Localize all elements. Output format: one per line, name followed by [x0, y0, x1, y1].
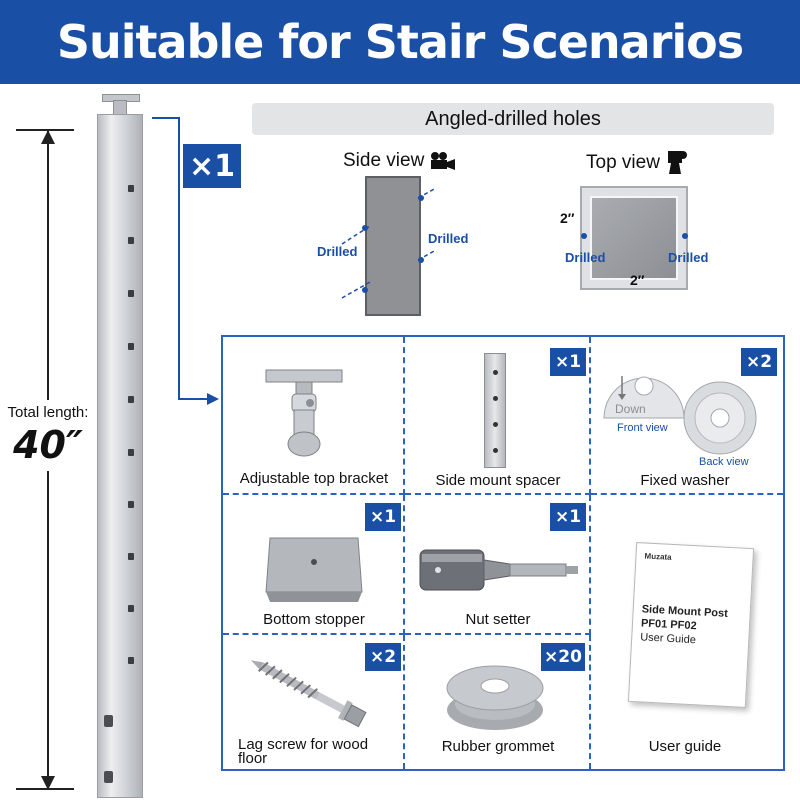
- top-view-bottom-dimension: 2″: [630, 272, 645, 288]
- post-quantity-badge: ×1: [183, 144, 241, 188]
- post-hole: [128, 343, 134, 350]
- top-view-label: Top view: [586, 152, 660, 173]
- post-mount-slot: [104, 771, 113, 783]
- post-hole: [128, 605, 134, 612]
- nut-setter-image: [419, 549, 578, 591]
- part-quantity-badge: ×1: [365, 503, 401, 531]
- side-view-diagram: [365, 176, 421, 316]
- total-length: Total length: 40″: [0, 400, 96, 471]
- part-cell-nut-setter: [405, 495, 591, 635]
- video-camera-icon: [431, 152, 456, 170]
- drill-point: [682, 233, 688, 239]
- connector-line: [152, 117, 180, 119]
- bottom-stopper-image: [265, 537, 363, 602]
- part-label: User guide: [648, 738, 722, 755]
- part-quantity-badge: ×2: [365, 643, 401, 671]
- drill-point: [418, 195, 424, 201]
- washer-image: [603, 376, 757, 455]
- top-bracket-image: [265, 369, 343, 457]
- user-guide-brand: Muzata: [644, 551, 672, 562]
- holes-header: Angled-drilled holes: [252, 103, 774, 135]
- parts-grid: [221, 335, 785, 771]
- connector-line: [178, 117, 180, 400]
- rubber-grommet-image: [446, 665, 544, 730]
- post-mount-slot: [104, 715, 113, 727]
- part-label: Fixed washer: [640, 472, 730, 489]
- dimension-arrow-down-icon: [41, 776, 55, 790]
- top-drilled-right: Drilled: [668, 250, 709, 265]
- top-view-tube: [590, 196, 678, 280]
- part-quantity-badge: ×1: [550, 348, 586, 376]
- banner-title: Suitable for Stair Scenarios: [56, 15, 744, 69]
- user-guide-image: Muzata Side Mount Post PF01 PF02 User Gu…: [627, 542, 755, 708]
- connector-line: [178, 398, 208, 400]
- top-view-title: Top view: [586, 150, 688, 176]
- post-hole: [128, 185, 134, 192]
- drill-point: [418, 257, 424, 263]
- part-cell-top-bracket: [223, 337, 405, 495]
- post-hole: [128, 501, 134, 508]
- post-hole: [128, 237, 134, 244]
- top-drilled-left: Drilled: [565, 250, 606, 265]
- drill-point: [581, 233, 587, 239]
- washer-front-caption: Front view: [617, 422, 668, 434]
- drill-point: [362, 287, 368, 293]
- side-view-label: Side view: [343, 150, 425, 171]
- total-length-value: 40″: [13, 423, 83, 467]
- dimension-tick-bottom: [16, 788, 74, 790]
- post-hole: [128, 553, 134, 560]
- overhead-camera-icon: [667, 151, 687, 174]
- part-label: Rubber grommet: [441, 738, 555, 755]
- part-label: Nut setter: [465, 611, 531, 628]
- side-drilled-right: Drilled: [428, 231, 469, 246]
- connector-arrow-icon: [207, 393, 219, 405]
- part-quantity-badge: ×1: [550, 503, 586, 531]
- post-hole: [128, 657, 134, 664]
- washer-embossed-text: Down: [615, 402, 646, 416]
- part-cell-lag-screw: [223, 635, 405, 769]
- post-hole: [128, 396, 134, 403]
- part-cell-spacer: [405, 337, 591, 495]
- part-label: Bottom stopper: [263, 611, 365, 628]
- top-view-side-dimension: 2″: [560, 210, 575, 226]
- side-drilled-left: Drilled: [317, 244, 358, 259]
- post-hole: [128, 449, 134, 456]
- drill-point: [362, 225, 368, 231]
- part-label: Lag screw for wood floor: [238, 736, 369, 767]
- total-length-label: Total length:: [7, 404, 89, 421]
- part-label: Side mount spacer: [435, 472, 561, 489]
- washer-back-caption: Back view: [699, 456, 749, 468]
- part-quantity-badge: ×2: [741, 348, 777, 376]
- post-image: [97, 114, 143, 798]
- side-view-title: Side view: [343, 150, 456, 172]
- part-label: Adjustable top bracket: [239, 470, 389, 487]
- title-banner: Suitable for Stair Scenarios: [0, 0, 800, 84]
- lag-screw-image: [250, 660, 367, 728]
- post-hole: [128, 290, 134, 297]
- spacer-image: [484, 353, 506, 468]
- part-cell-stopper: [223, 495, 405, 635]
- part-quantity-badge: ×20: [541, 643, 585, 671]
- dimension-arrow-up-icon: [41, 130, 55, 144]
- part-cell-grommet: [405, 635, 591, 769]
- part-cell-washer: [591, 337, 783, 495]
